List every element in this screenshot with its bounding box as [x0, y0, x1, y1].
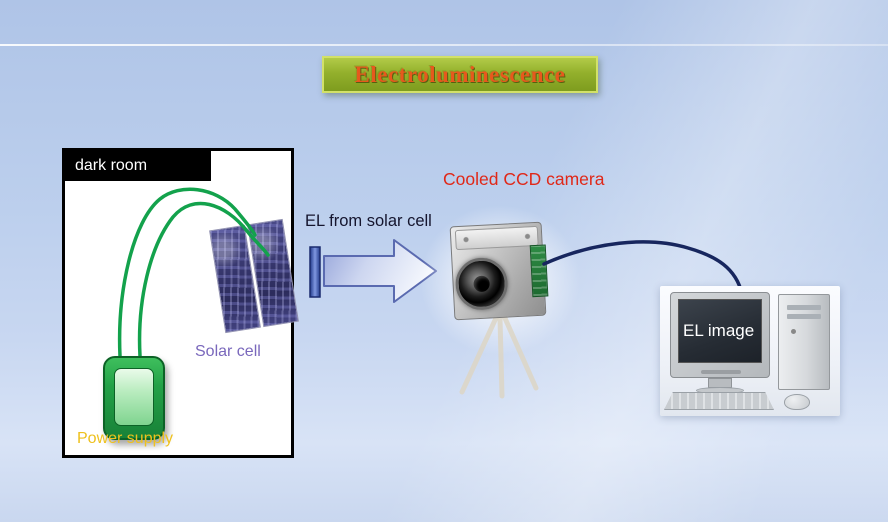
monitor: EL image — [670, 292, 770, 378]
title-banner: Electroluminescence — [322, 56, 598, 93]
arrow-tail-bar — [309, 246, 321, 298]
tripod-legs — [459, 313, 539, 399]
tripod-leg-middle — [497, 315, 505, 399]
dark-room-label: dark room — [75, 157, 148, 174]
power-supply-screen — [114, 368, 154, 426]
keyboard — [664, 392, 774, 410]
el-arrow — [309, 239, 437, 303]
tripod-leg-left — [459, 315, 499, 395]
green-wires — [117, 187, 270, 358]
divider-line — [0, 44, 888, 46]
slide-title: Electroluminescence — [354, 61, 566, 87]
computer-setup: EL image — [660, 286, 840, 416]
monitor-controls — [701, 370, 741, 374]
camera-cable — [542, 240, 744, 296]
arrow-body — [323, 239, 437, 303]
ccd-camera-label: Cooled CCD camera — [443, 169, 605, 189]
monitor-screen: EL image — [678, 299, 762, 363]
tower-power-button — [791, 329, 796, 334]
dark-room-box: dark room Solar cell Power supply — [62, 148, 299, 458]
solar-cell-label: Solar cell — [195, 343, 261, 360]
el-image-label: EL image — [683, 321, 755, 340]
power-supply-label: Power supply — [77, 430, 174, 447]
computer-tower — [778, 294, 830, 390]
camera-top-plate — [454, 225, 539, 251]
el-arrow-label: EL from solar cell — [305, 212, 432, 230]
cable-path — [542, 240, 744, 296]
tower-drive-slot — [787, 305, 821, 310]
power-supply-device — [103, 356, 165, 440]
mouse — [784, 394, 810, 410]
tripod-leg-right — [501, 313, 539, 391]
tower-drive-slot — [787, 314, 821, 319]
wire-left — [117, 187, 257, 358]
ccd-camera — [449, 221, 549, 321]
wire-right — [137, 201, 270, 358]
camera-lens — [454, 256, 509, 312]
dark-room-header: dark room — [65, 151, 211, 181]
